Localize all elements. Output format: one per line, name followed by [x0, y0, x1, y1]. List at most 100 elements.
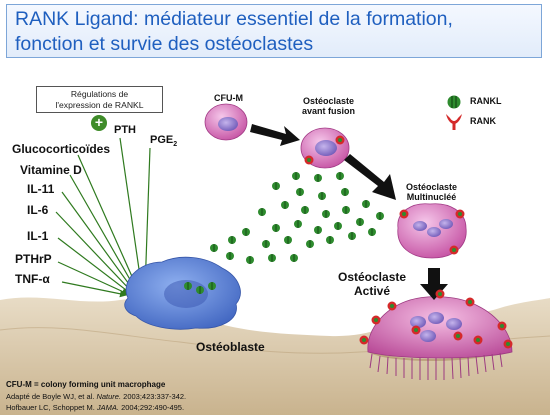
label-multinucleated-line-2: Multinucléé: [406, 192, 457, 202]
rank-receptor: [304, 155, 314, 165]
rankl-molecule: [258, 208, 266, 216]
rankl-molecule: [196, 286, 204, 294]
regulation-line-2: l'expression de RANKL: [55, 100, 144, 110]
rankl-molecule: [184, 282, 192, 290]
rankl-molecule: [262, 240, 270, 248]
footnote-ref2-suffix: 2004;292:490-495.: [118, 403, 185, 412]
plus-sign: +: [94, 114, 104, 130]
arrow-cfu-to-prefusion: [250, 124, 300, 146]
rank-receptor: [449, 245, 459, 255]
rankl-molecule: [334, 222, 342, 230]
title-box: RANK Ligand: médiateur essentiel de la f…: [6, 4, 542, 58]
rankl-molecule: [342, 206, 350, 214]
rankl-molecule: [281, 201, 289, 209]
rank-receptor: [411, 325, 421, 335]
rankl-molecule: [272, 182, 280, 190]
active-nucleus-c: [446, 318, 462, 330]
legend-label-rank: RANK: [470, 116, 496, 126]
rankl-molecule: [294, 220, 302, 228]
rankl-molecule: [242, 228, 250, 236]
title-line-2: fonction et survie des ostéoclastes: [15, 33, 314, 55]
legend-label-rankl: RANKL: [470, 96, 502, 106]
rankl-molecule: [226, 252, 234, 260]
rankl-molecule: [268, 254, 276, 262]
label-prefusion-line-2: avant fusion: [302, 106, 356, 116]
rankl-molecule: [326, 236, 334, 244]
rank-symbol-icon: [446, 114, 462, 130]
factor-label-pge2: PGE2: [150, 134, 177, 148]
plus-circle: [91, 115, 107, 131]
factor-label-vitamine-d: Vitamine D: [20, 163, 82, 177]
footnote-ref1-prefix: Adapté de Boyle WJ, et al.: [6, 392, 97, 401]
prefusion-osteoclast-nucleus: [315, 140, 337, 156]
rankl-molecule: [368, 228, 376, 236]
rankl-molecule: [228, 236, 236, 244]
active-nucleus-d: [420, 330, 436, 342]
rankl-molecule: [356, 218, 364, 226]
arrow-prefusion-to-multinucleated: [344, 154, 396, 200]
footnote-ref2-prefix: Hofbauer LC, Schoppet M.: [6, 403, 97, 412]
rankl-molecule: [246, 256, 254, 264]
rank-receptor: [399, 209, 409, 219]
label-activated-line-1: Ostéoclaste: [338, 270, 407, 284]
rank-receptor: [455, 209, 465, 219]
footnote-reference-2: Hofbauer LC, Schoppet M. JAMA. 2004;292:…: [6, 403, 184, 412]
rankl-molecule: [306, 240, 314, 248]
rank-receptor: [359, 335, 369, 345]
multinuc-nucleus-a: [413, 221, 427, 231]
rank-receptor: [497, 321, 507, 331]
rank-receptor: [465, 297, 475, 307]
factor-label-pthrp: PTHrP: [15, 252, 52, 266]
footnote-definition: CFU-M = colony forming unit macrophage: [6, 380, 166, 389]
rankl-molecule: [348, 232, 356, 240]
multinuc-nucleus-c: [439, 219, 453, 229]
rank-receptor: [453, 331, 463, 341]
cfu-m-nucleus: [218, 117, 238, 131]
label-osteoblast: Ostéoblaste: [196, 340, 265, 354]
rankl-molecule: [314, 174, 322, 182]
factor-label-pge-subscript: 2: [173, 141, 178, 149]
footnote-ref2-journal: JAMA.: [96, 403, 119, 412]
rankl-molecule: [336, 172, 344, 180]
factor-label-glucocorticoides: Glucocorticoïdes: [12, 142, 111, 156]
footnote-ref1-suffix: 2003;423:337-342.: [121, 392, 187, 401]
label-prefusion-line-1: Ostéoclaste: [302, 96, 355, 106]
rankl-molecule: [292, 172, 300, 180]
rank-receptor: [387, 301, 397, 311]
label-prefusion-osteoclast: Ostéoclaste avant fusion: [302, 96, 355, 116]
factor-label-pth: PTH: [114, 124, 136, 136]
label-multinucleated-osteoclast: Ostéoclaste Multinucléé: [406, 182, 457, 202]
rank-receptor: [503, 339, 513, 349]
rank-receptor: [473, 335, 483, 345]
rankl-molecule: [362, 200, 370, 208]
factor-label-il-6: IL-6: [27, 203, 49, 217]
rank-receptors: [304, 135, 513, 349]
rank-receptor: [435, 289, 445, 299]
footnote-reference-1: Adapté de Boyle WJ, et al. Nature. 2003;…: [6, 392, 186, 401]
rank-receptor: [371, 315, 381, 325]
rankl-molecule: [284, 236, 292, 244]
factor-label-pge: PGE: [150, 134, 174, 146]
regulation-box: Régulations de l'expression de RANKL: [36, 86, 163, 113]
rankl-molecule: [272, 224, 280, 232]
rankl-molecule: [208, 282, 216, 290]
factor-label-tnf-alpha: TNF-α: [15, 272, 50, 286]
rankl-molecule: [296, 188, 304, 196]
rankl-molecule: [322, 210, 330, 218]
active-nucleus-a: [410, 316, 426, 328]
rankl-molecule: [314, 226, 322, 234]
label-cfu-m: CFU-M: [214, 93, 243, 103]
rankl-molecule: [376, 212, 384, 220]
rankl-molecule: [210, 244, 218, 252]
rankl-molecule: [290, 254, 298, 262]
label-activated-line-2: Activé: [354, 284, 391, 298]
rank-receptor: [335, 135, 345, 145]
rankl-molecule: [341, 188, 349, 196]
factor-label-il-1: IL-1: [27, 229, 49, 243]
active-nucleus-b: [428, 312, 444, 324]
rankl-molecules: [184, 172, 384, 294]
label-activated-osteoclast: Ostéoclaste Activé: [338, 270, 406, 298]
osteoblast-nucleus: [164, 280, 208, 308]
